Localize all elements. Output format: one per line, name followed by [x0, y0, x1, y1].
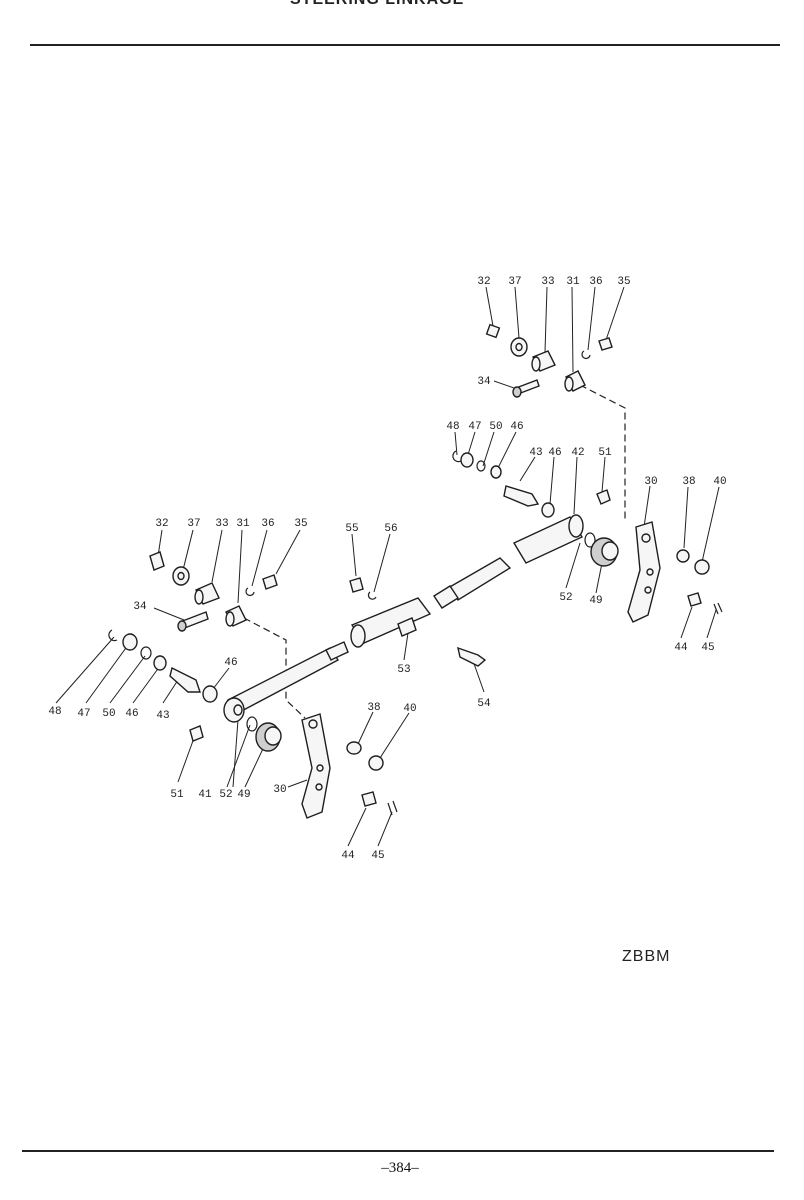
callout-label: 44: [341, 850, 355, 862]
header-rule: [30, 44, 780, 46]
callout-label: 51: [598, 447, 612, 459]
callout-label: 47: [77, 708, 90, 720]
callout-label: 48: [446, 421, 459, 433]
callout-label: 35: [294, 518, 307, 530]
callout-label: 37: [508, 276, 521, 288]
callout-label: 32: [155, 518, 168, 530]
page-header: STEERING LINKAGE: [290, 0, 620, 9]
callout-label: 30: [273, 784, 286, 796]
callout-label: 46: [224, 657, 237, 669]
lower-assembly: [55, 529, 487, 847]
page-number: –384–: [381, 1160, 419, 1176]
callout-label: 31: [566, 276, 580, 288]
callout-label: 45: [701, 642, 714, 654]
callout-label: 49: [237, 789, 250, 801]
callout-label: 33: [541, 276, 554, 288]
callout-label: 43: [529, 447, 542, 459]
callout-label: 50: [102, 708, 115, 720]
callout-label: 52: [559, 592, 572, 604]
callout-label: 48: [48, 706, 61, 718]
callout-label: 33: [215, 518, 228, 530]
callout-label: 41: [198, 789, 212, 801]
callout-label: 42: [571, 447, 584, 459]
callout-label: 44: [674, 642, 688, 654]
callout-label: 46: [125, 708, 138, 720]
callout-label: 32: [477, 276, 490, 288]
callout-label: 40: [713, 476, 726, 488]
callout-label: 47: [468, 421, 481, 433]
callout-label: 43: [156, 710, 169, 722]
callout-label: 53: [397, 664, 410, 676]
callout-label: 52: [219, 789, 232, 801]
callout-label: 49: [589, 595, 602, 607]
callout-label: 55: [345, 523, 358, 535]
callout-label: 37: [187, 518, 200, 530]
callout-label: 46: [510, 421, 523, 433]
callout-label: 34: [477, 376, 491, 388]
callout-label: 54: [477, 698, 491, 710]
callout-label: 38: [367, 702, 380, 714]
callout-label: 46: [548, 447, 561, 459]
callout-label: 38: [682, 476, 695, 488]
upper-assembly: [433, 286, 723, 639]
callout-label: 50: [489, 421, 502, 433]
callout-label: 34: [133, 601, 147, 613]
callout-label: 31: [236, 518, 250, 530]
callout-labels: 32 37 33 31 36 35 34 48 47 50 46 43 46 4…: [48, 276, 726, 862]
callout-label: 40: [403, 703, 416, 715]
footer-rule: [22, 1150, 774, 1152]
callout-label: 36: [261, 518, 274, 530]
callout-label: 45: [371, 850, 384, 862]
callout-label: 30: [644, 476, 657, 488]
diagram-code: ZBBM: [622, 948, 671, 965]
callout-label: 36: [589, 276, 602, 288]
callout-label: 35: [617, 276, 630, 288]
callout-label: 56: [384, 523, 397, 535]
callout-label: 51: [170, 789, 184, 801]
